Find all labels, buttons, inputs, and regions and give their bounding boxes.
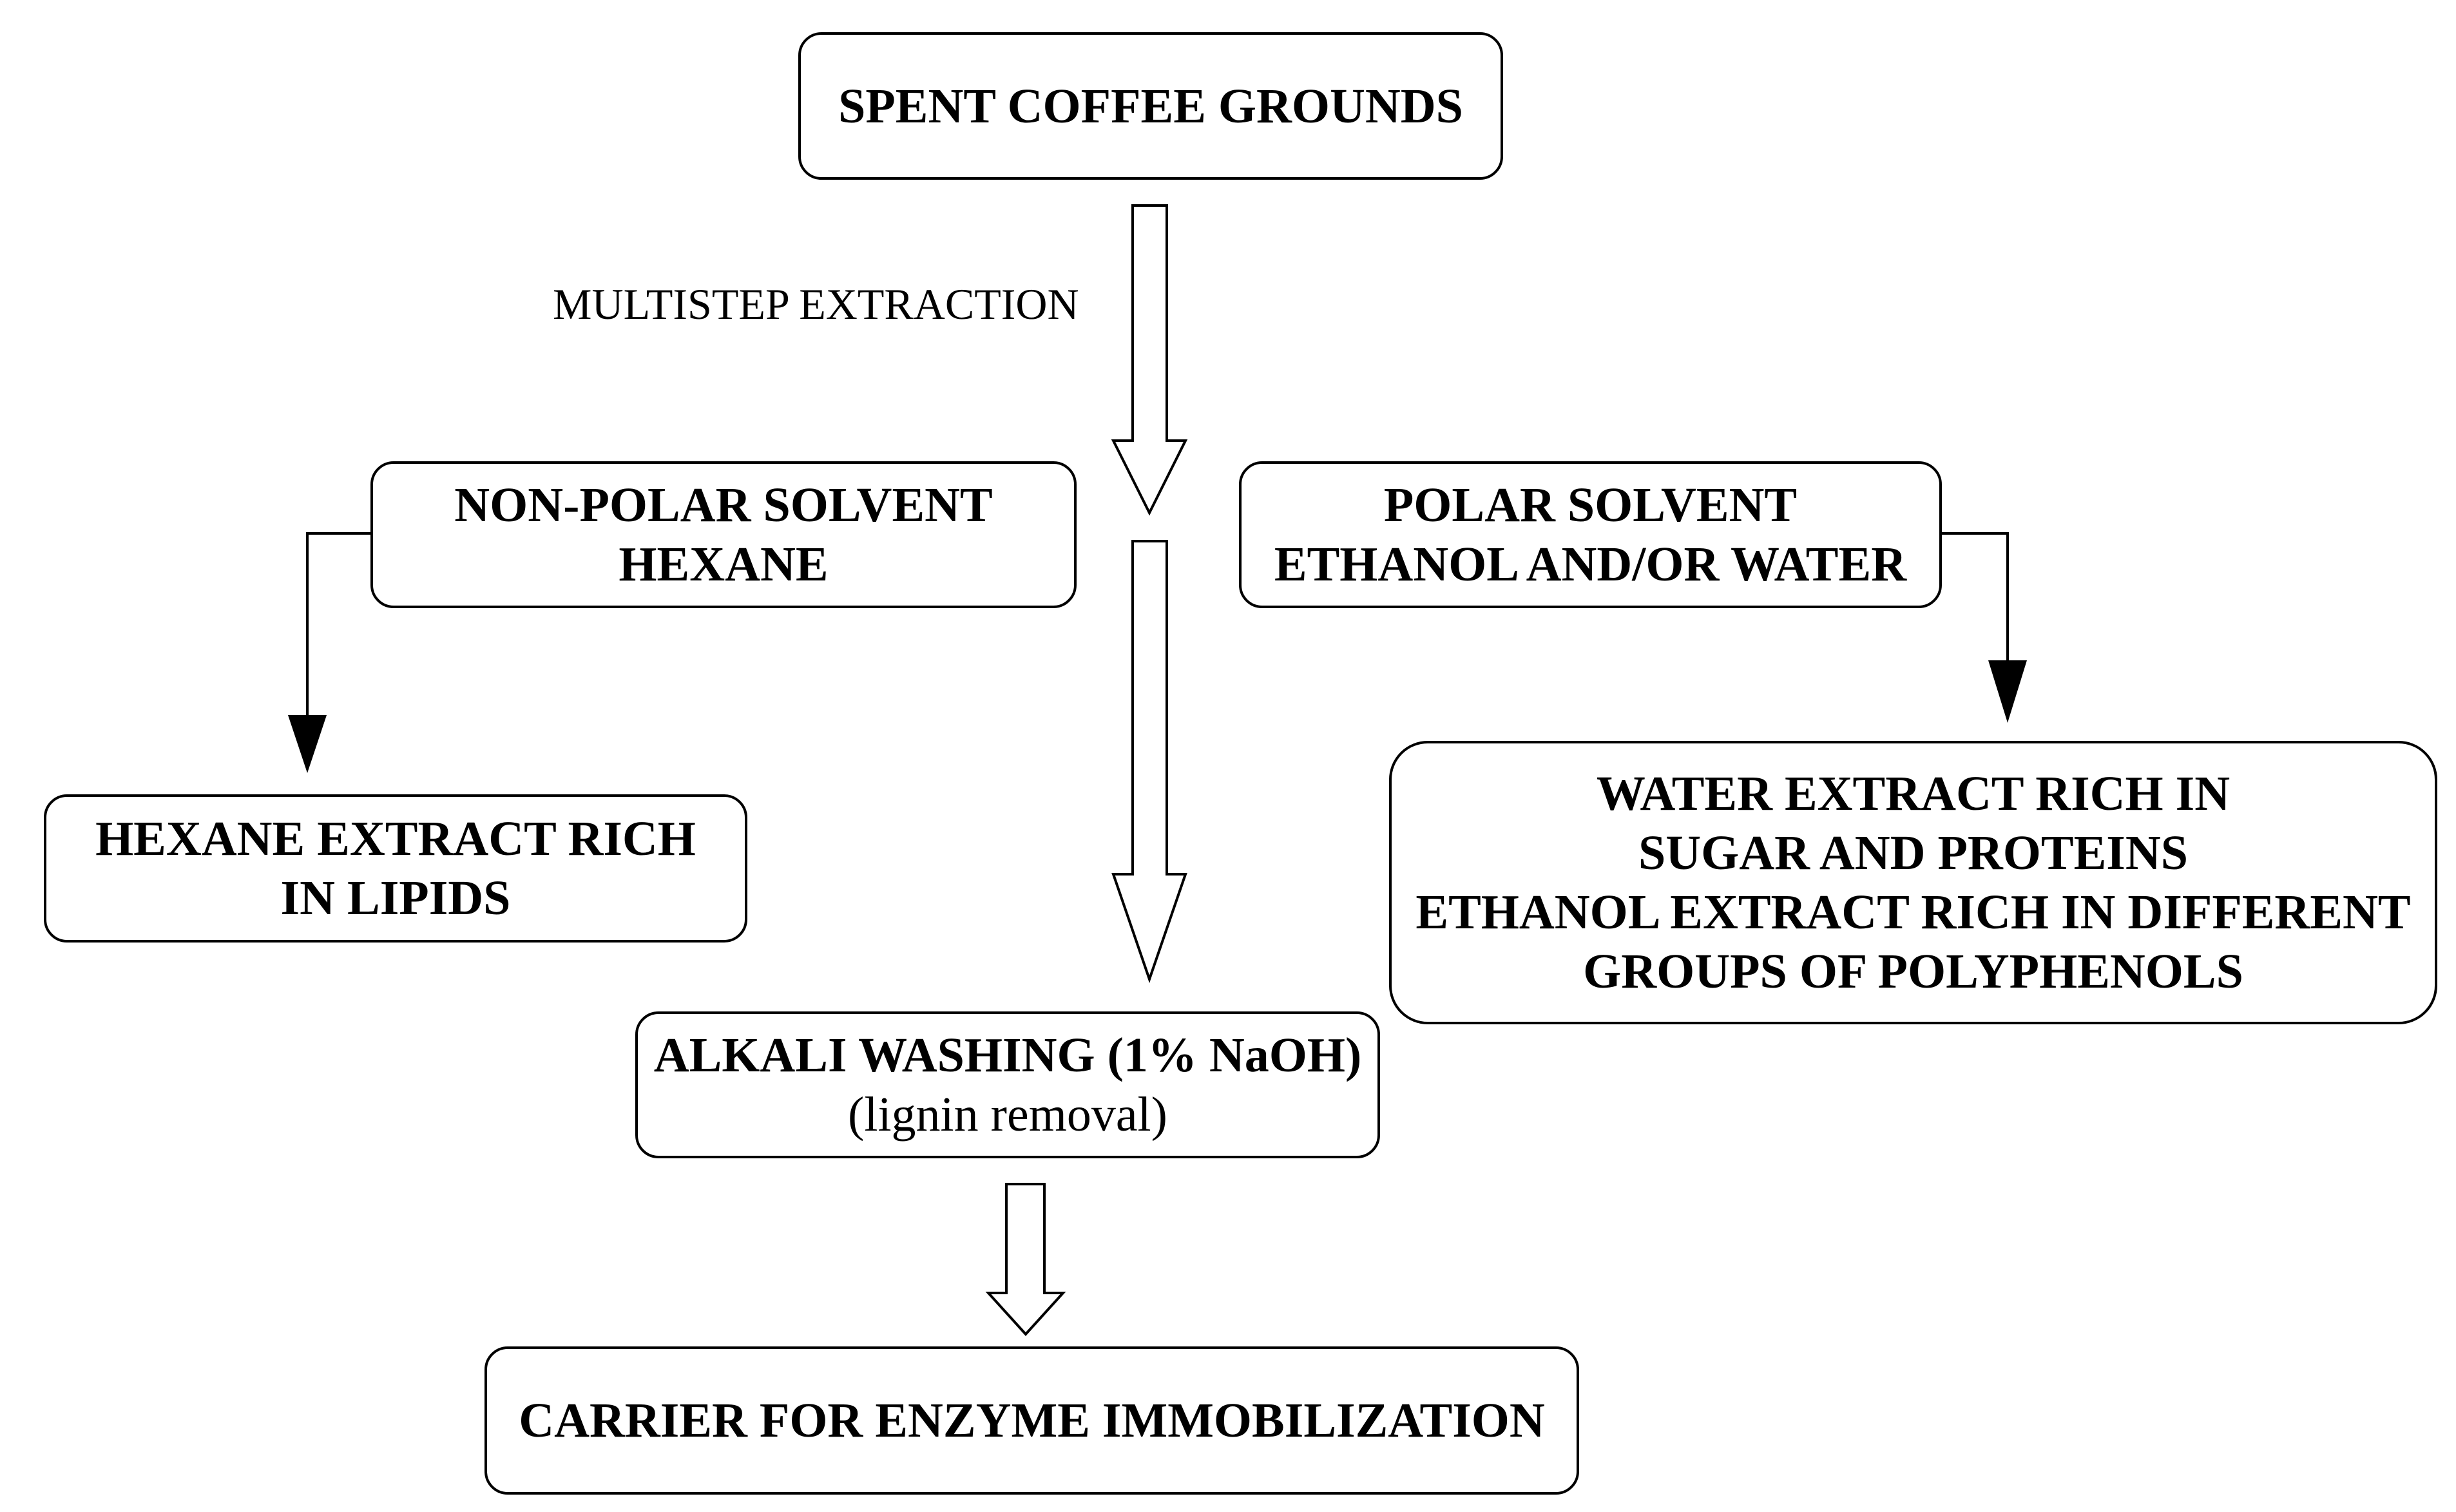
node-hexane-extract: HEXANE EXTRACT RICH IN LIPIDS [44,794,747,943]
node-carrier-text: CARRIER FOR ENZYME IMMOBILIZATION [519,1393,1545,1448]
node-nonpolar-line-2: HEXANE [619,537,829,591]
node-spent-coffee-grounds: SPENT COFFEE GROUNDS [798,32,1503,180]
node-alkali-line-1: ALKALI WASHING (1% NaOH) [653,1028,1362,1082]
node-extract-line-2: SUGAR AND PROTEINS [1638,826,2189,880]
hollow-arrow-multistep [1111,204,1188,516]
node-alkali-washing: ALKALI WASHING (1% NaOH) (lignin removal… [635,1011,1380,1158]
node-polar-line-2: ETHANOL AND/OR WATER [1274,537,1907,591]
node-nonpolar-solvent: NON-POLAR SOLVENT HEXANE [370,461,1077,608]
arrowhead-to-water-ethanol-extract [1988,660,2027,723]
node-alkali-line-2: (lignin removal) [848,1087,1167,1142]
node-carrier-enzyme-immobilization: CARRIER FOR ENZYME IMMOBILIZATION [484,1346,1579,1495]
hollow-arrow-to-alkali [1111,540,1187,984]
node-spent-coffee-grounds-text: SPENT COFFEE GROUNDS [838,79,1463,133]
node-hexane-extract-line-2: IN LIPIDS [280,871,511,925]
node-extract-line-3: ETHANOL EXTRACT RICH IN DIFFERENT [1415,885,2411,939]
connector-polar-to-extracts [1940,532,2009,664]
node-hexane-extract-line-1: HEXANE EXTRACT RICH [95,812,696,866]
connector-nonpolar-to-hexane [306,532,372,720]
hollow-arrow-to-carrier [985,1183,1066,1336]
node-nonpolar-line-1: NON-POLAR SOLVENT [454,478,993,532]
node-polar-solvent: POLAR SOLVENT ETHANOL AND/OR WATER [1239,461,1942,608]
node-polar-line-1: POLAR SOLVENT [1383,478,1798,532]
multistep-extraction-label: MULTISTEP EXTRACTION [553,280,1079,329]
node-extract-line-4: GROUPS OF POLYPHENOLS [1583,944,2243,999]
node-extract-line-1: WATER EXTRACT RICH IN [1596,767,2231,821]
node-water-ethanol-extract: WATER EXTRACT RICH IN SUGAR AND PROTEINS… [1389,741,2437,1024]
arrowhead-to-hexane-extract [288,715,327,773]
